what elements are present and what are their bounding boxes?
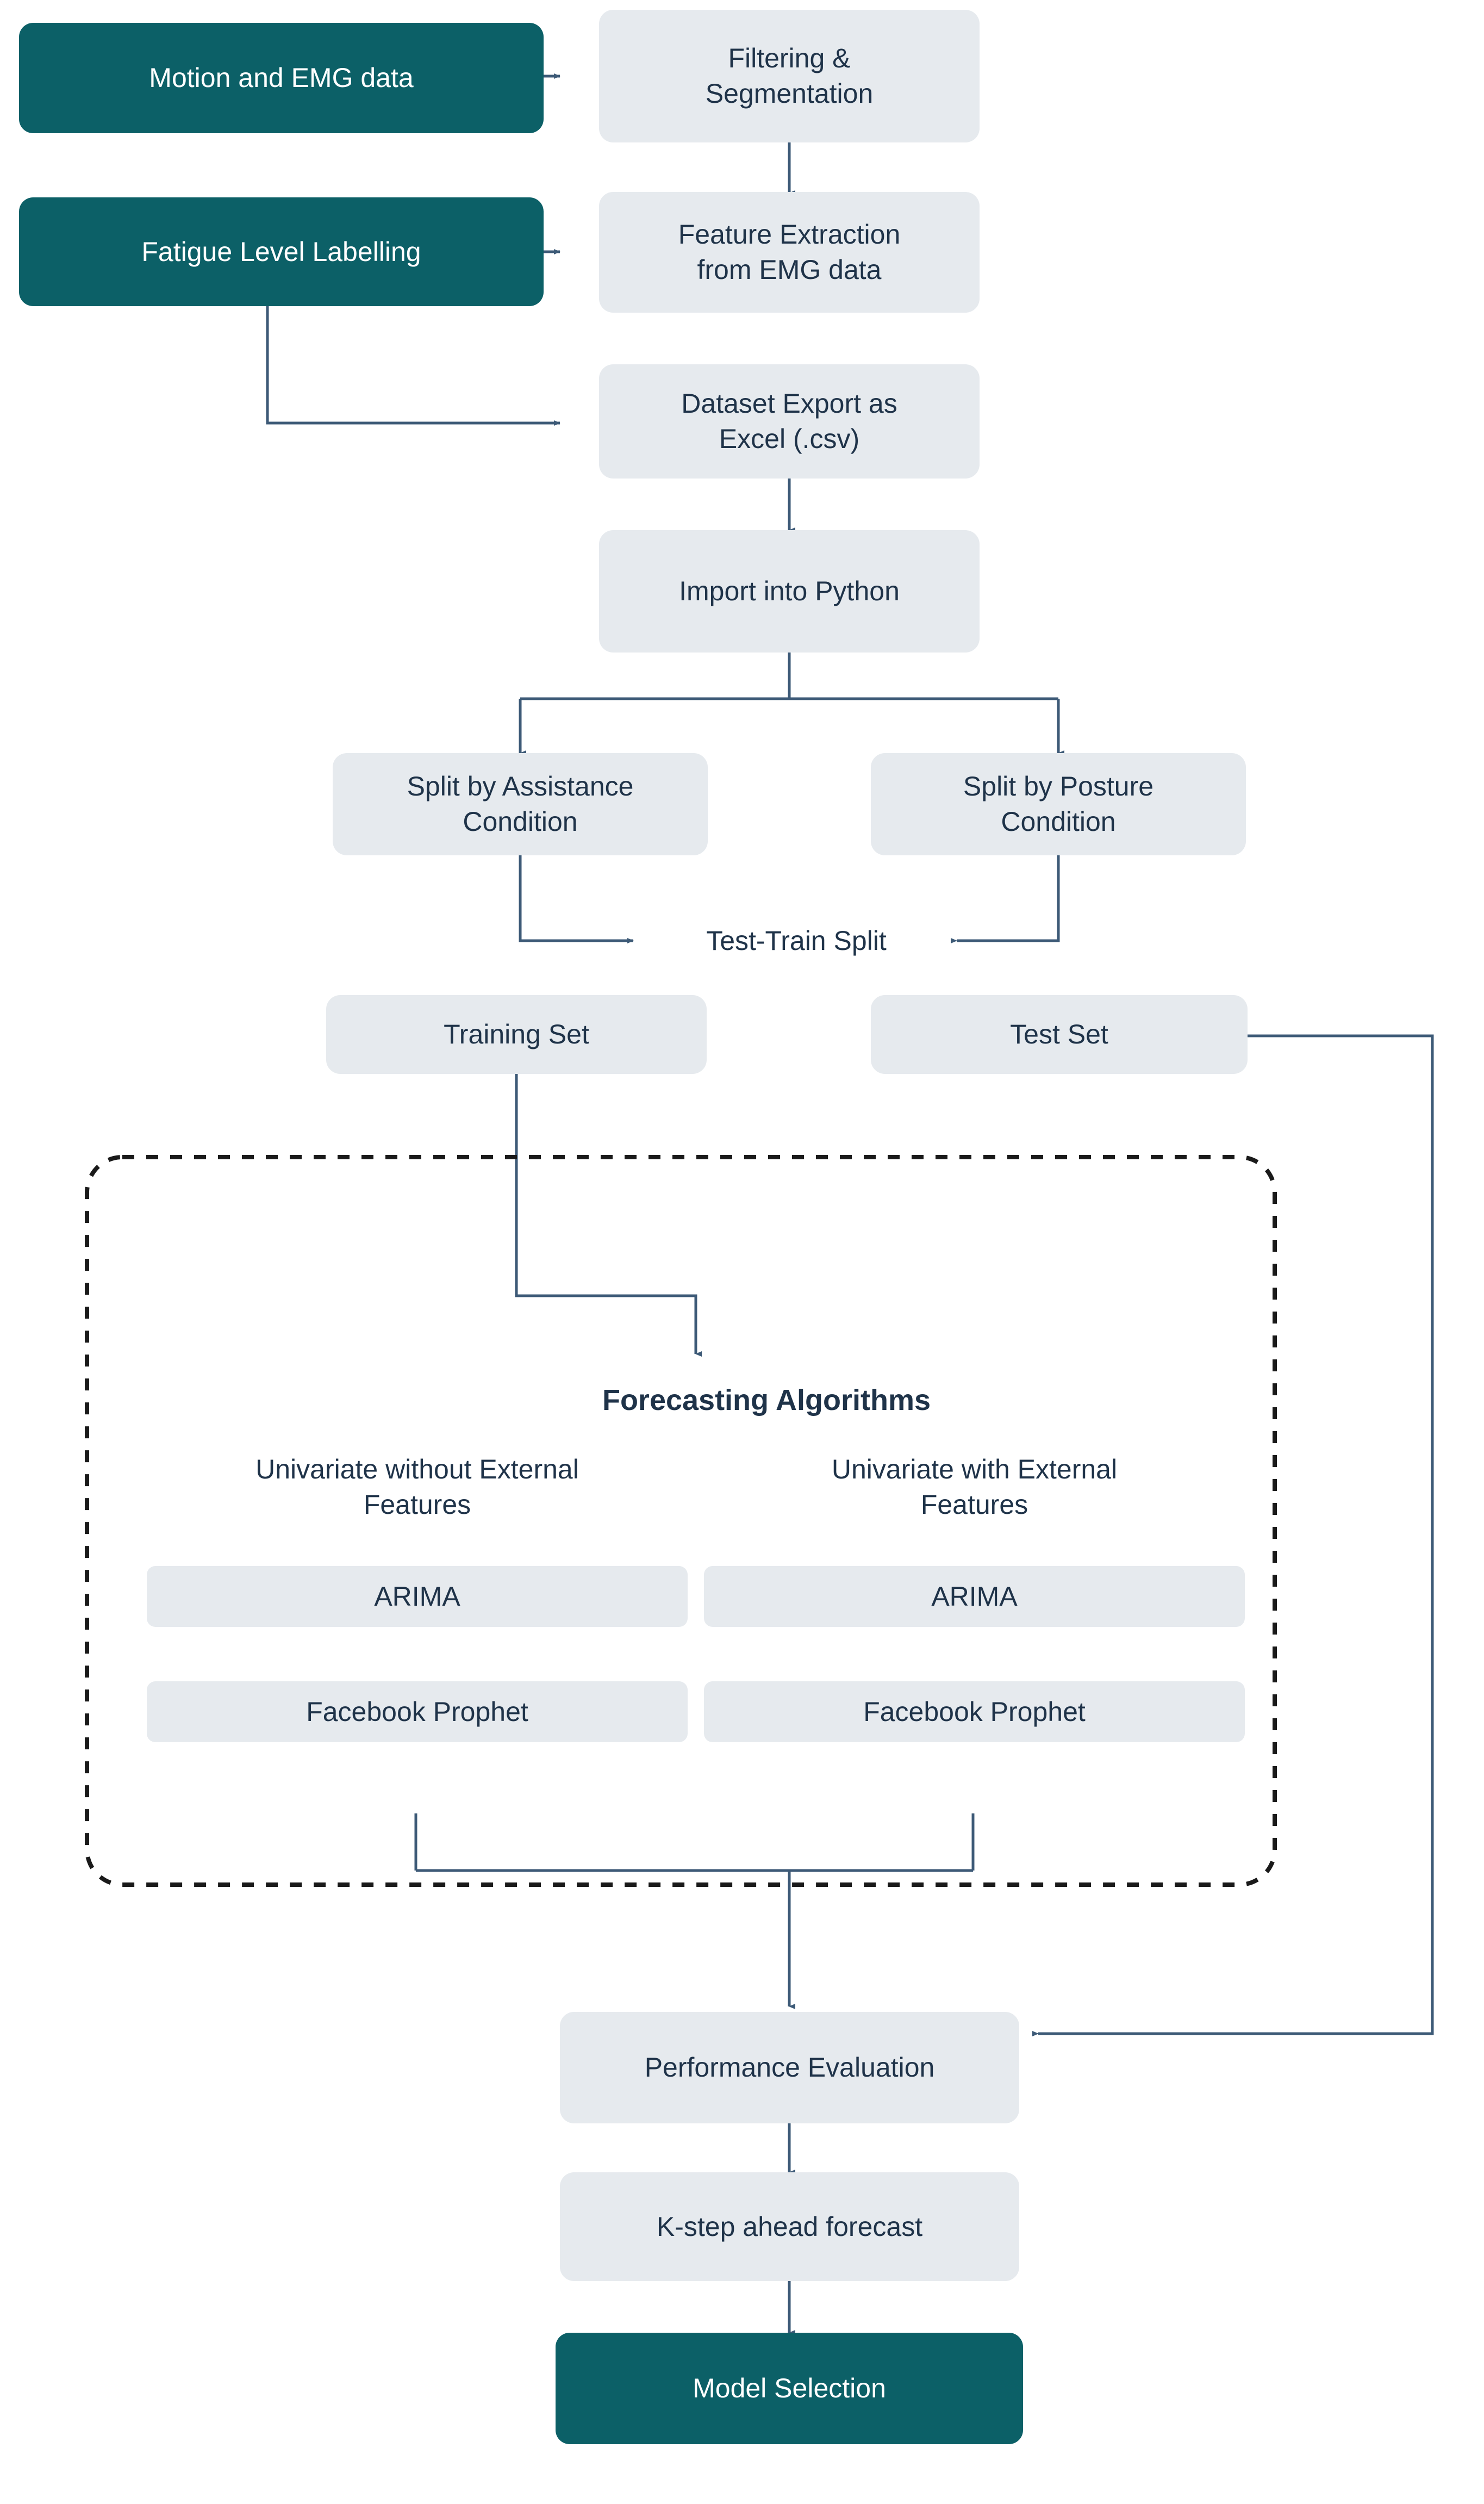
node-arima-univariate-without-external[interactable]: ARIMA: [147, 1566, 688, 1627]
node-feature-extraction[interactable]: Feature Extraction from EMG data: [599, 192, 980, 313]
node-facebook-prophet-univariate-without-external[interactable]: Facebook Prophet: [147, 1681, 688, 1742]
node-label: ARIMA: [374, 1581, 460, 1612]
node-k-step-ahead-forecast[interactable]: K-step ahead forecast: [560, 2172, 1019, 2281]
node-label: Motion and EMG data: [149, 63, 414, 93]
node-filtering-and-segmentation[interactable]: Filtering & Segmentation: [599, 10, 980, 142]
node-label: Split by Posture Condition: [963, 771, 1154, 837]
node-label: Dataset Export as Excel (.csv): [681, 388, 897, 454]
node-label: Feature Extraction from EMG data: [678, 219, 901, 285]
node-facebook-prophet-univariate-with-external[interactable]: Facebook Prophet: [704, 1681, 1245, 1742]
node-training-set[interactable]: Training Set: [326, 995, 707, 1074]
label-text: Forecasting Algorithms: [602, 1383, 931, 1416]
node-label: Fatigue Level Labelling: [141, 236, 421, 267]
edge-fatigue-to-dataset: [266, 283, 560, 426]
label-test-train-split: Test-Train Split: [633, 914, 959, 968]
node-label: Performance Evaluation: [644, 2052, 935, 2083]
node-split-by-assistance-condition[interactable]: Split by Assistance Condition: [333, 753, 708, 855]
edge-testset-to-performance: [1032, 1034, 1434, 2036]
node-label: K-step ahead forecast: [656, 2211, 923, 2242]
node-label: Facebook Prophet: [306, 1696, 528, 1727]
forecasting-group-border: [85, 1155, 1277, 1887]
node-label: ARIMA: [931, 1581, 1018, 1612]
edge-assistance-to-testtrain: [519, 855, 634, 943]
edge-posture-to-testtrain: [951, 855, 1060, 943]
node-label: Model Selection: [693, 2373, 886, 2403]
label-text: Univariate with External Features: [831, 1454, 1118, 1520]
label-univariate-without-external-features: Univariate without External Features: [147, 1449, 688, 1525]
node-test-set[interactable]: Test Set: [871, 995, 1248, 1074]
node-label: Test Set: [1010, 1019, 1108, 1049]
node-performance-evaluation[interactable]: Performance Evaluation: [560, 2012, 1019, 2123]
label-text: Test-Train Split: [706, 925, 887, 956]
node-split-by-posture-condition[interactable]: Split by Posture Condition: [871, 753, 1246, 855]
node-dataset-export[interactable]: Dataset Export as Excel (.csv): [599, 364, 980, 479]
label-text: Univariate without External Features: [255, 1454, 579, 1520]
label-forecasting-algorithms: Forecasting Algorithms: [413, 1378, 1120, 1422]
node-label: Facebook Prophet: [863, 1696, 1086, 1727]
node-model-selection[interactable]: Model Selection: [556, 2333, 1023, 2444]
node-label: Training Set: [444, 1019, 589, 1049]
node-motion-and-emg-data[interactable]: Motion and EMG data: [19, 23, 544, 133]
label-univariate-with-external-features: Univariate with External Features: [704, 1449, 1245, 1525]
node-label: Filtering & Segmentation: [705, 43, 874, 109]
node-fatigue-level-labelling[interactable]: Fatigue Level Labelling: [19, 197, 544, 306]
node-import-into-python[interactable]: Import into Python: [599, 530, 980, 653]
node-arima-univariate-with-external[interactable]: ARIMA: [704, 1566, 1245, 1627]
node-label: Split by Assistance Condition: [407, 771, 634, 837]
node-label: Import into Python: [679, 576, 900, 606]
edge-training-to-forecasting: [515, 1074, 702, 1357]
